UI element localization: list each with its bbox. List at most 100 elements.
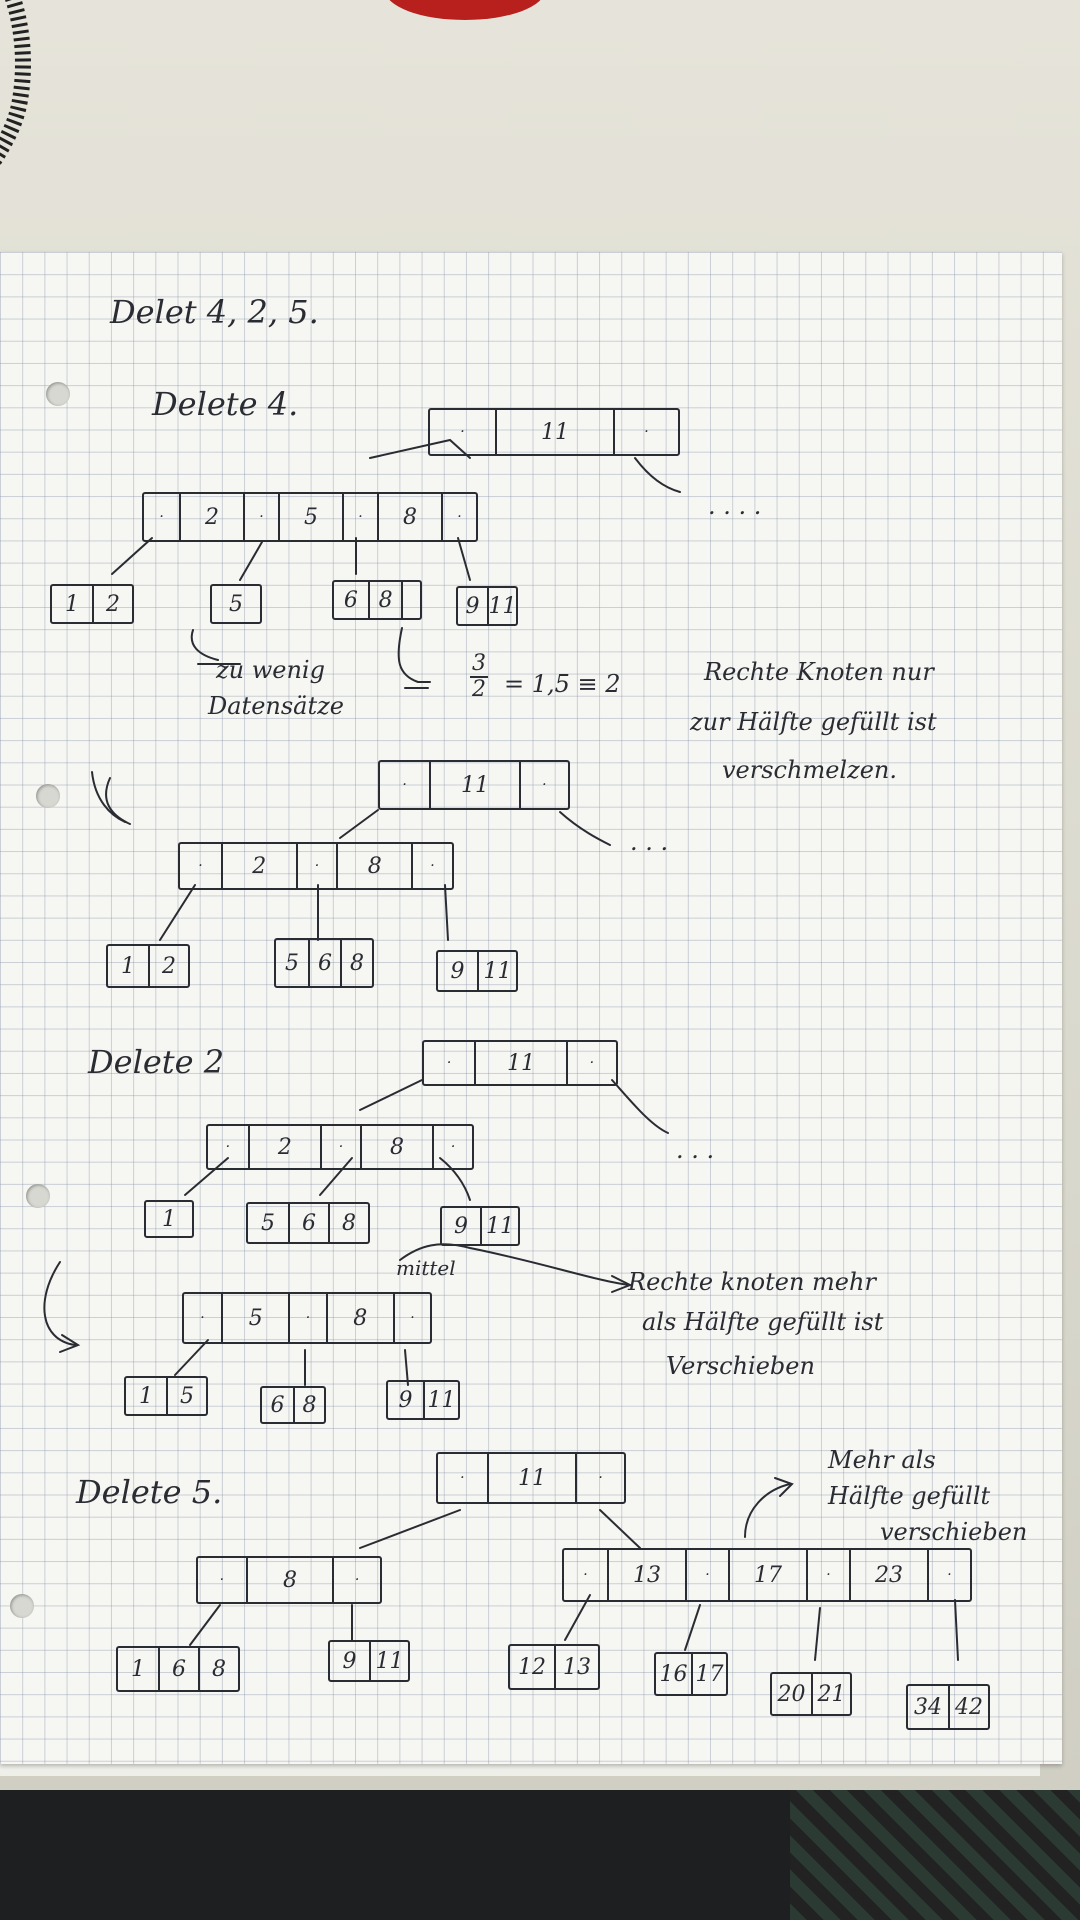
node-key: 8 xyxy=(197,1648,238,1690)
node-key: 9 xyxy=(342,1648,357,1674)
node-key: 11 xyxy=(474,1042,565,1084)
node-pointer: · xyxy=(295,844,337,888)
node-key: 12 xyxy=(518,1654,546,1680)
node-pointer: · xyxy=(446,1055,452,1071)
node-key: 9 xyxy=(454,1213,468,1239)
ellipsis-3: . . . xyxy=(676,1136,715,1164)
node-pointer: · xyxy=(332,1558,380,1602)
node-key: 13 xyxy=(554,1646,598,1688)
formula-numerator: 3 xyxy=(472,651,486,676)
s2-inner-node: ·2·8· xyxy=(206,1124,474,1170)
node-pointer: · xyxy=(392,1294,430,1342)
node-key: 8 xyxy=(327,1204,368,1242)
node-pointer: · xyxy=(460,1470,465,1486)
node-key: 11 xyxy=(486,1454,576,1502)
punch-hole xyxy=(10,1594,34,1618)
node-key xyxy=(401,582,420,618)
node-key: 11 xyxy=(477,952,516,990)
grid-paper-sheet xyxy=(0,252,1062,1764)
s3-leaf-9-11-node: 9 11 xyxy=(328,1640,410,1682)
s1-leaf-9-11-node: 9 11 xyxy=(456,586,518,626)
cable-coil xyxy=(0,0,31,166)
s3-inner-right-node: ·13·17·23· xyxy=(562,1548,972,1602)
formula-result: = 1,5 ≡ 2 xyxy=(504,670,621,698)
node-key: 6 xyxy=(343,587,358,613)
node-key: 1 xyxy=(130,1656,145,1682)
s1-inner-node: ·2·5·8· xyxy=(142,492,478,542)
node-pointer: · xyxy=(927,1550,970,1600)
node-pointer: · xyxy=(219,1572,225,1588)
note-more-line3: verschieben xyxy=(880,1518,1028,1546)
s1b-inner-node: ·2·8· xyxy=(178,842,454,890)
node-key: 11 xyxy=(423,1382,458,1418)
node-key: 8 xyxy=(340,940,372,986)
node-key: 5 xyxy=(166,1378,206,1414)
node-pointer: · xyxy=(320,1126,360,1168)
note-more-line1: Mehr als xyxy=(828,1446,936,1474)
node-key: 11 xyxy=(487,588,517,624)
node-pointer: · xyxy=(575,1454,624,1502)
node-key: 2 xyxy=(247,1126,320,1168)
node-pointer: · xyxy=(440,494,476,540)
node-key: 6 xyxy=(270,1392,285,1418)
node-pointer: · xyxy=(583,1567,588,1583)
node-key: 17 xyxy=(691,1654,726,1694)
s3-root-node: ·11· xyxy=(436,1452,626,1504)
node-key: 1 xyxy=(65,591,79,617)
note-mittel: mittel xyxy=(396,1256,456,1280)
node-key: 5 xyxy=(285,950,299,976)
node-key: 1 xyxy=(162,1206,176,1232)
node-pointer: · xyxy=(565,1042,616,1084)
node-key: 9 xyxy=(398,1387,413,1413)
node-pointer: · xyxy=(518,762,568,808)
note-shift-line1: Rechte knoten mehr xyxy=(628,1268,876,1296)
note-merge-line2: zur Hälfte gefüllt ist xyxy=(690,708,937,736)
node-key: 8 xyxy=(325,1294,393,1342)
note-shift-line2: als Hälfte gefüllt ist xyxy=(642,1308,884,1336)
s2b-leaf-9-11-node: 9 11 xyxy=(386,1380,460,1420)
punch-hole xyxy=(46,382,70,406)
node-pointer: · xyxy=(242,494,278,540)
node-pointer: · xyxy=(411,844,452,888)
node-key: 2 xyxy=(220,844,296,888)
s1-root-node: ·11· xyxy=(428,408,680,456)
node-pointer: · xyxy=(198,858,203,874)
node-key: 5 xyxy=(278,494,342,540)
node-key: 5 xyxy=(221,1294,288,1342)
red-cup xyxy=(385,0,545,20)
node-key: 11 xyxy=(429,762,519,808)
node-key: 42 xyxy=(948,1686,988,1728)
section-delete-2-label: Delete 2 xyxy=(88,1043,225,1081)
formula-fraction: 3 2 xyxy=(470,652,488,702)
section-delete-5-label: Delete 5. xyxy=(76,1473,223,1511)
s2b-inner-node: ·5·8· xyxy=(182,1292,432,1344)
node-key: 16 xyxy=(659,1661,688,1687)
note-too-few-line1: zu wenig xyxy=(216,656,325,684)
note-too-few-line2: Datensätze xyxy=(208,692,344,720)
node-key: 1 xyxy=(121,953,135,979)
node-key: 34 xyxy=(914,1694,942,1720)
node-key: 2 xyxy=(148,946,188,986)
ellipsis-1: . . . . xyxy=(708,492,762,520)
node-key: 20 xyxy=(777,1681,806,1707)
node-key: 11 xyxy=(480,1208,518,1244)
node-key: 9 xyxy=(465,593,480,619)
note-shift-line3: Verschieben xyxy=(666,1352,815,1380)
node-key: 5 xyxy=(229,591,243,617)
node-pointer: · xyxy=(225,1139,231,1155)
node-key: 5 xyxy=(260,1210,275,1236)
node-key: 11 xyxy=(369,1642,408,1680)
section-delete-4-label: Delete 4. xyxy=(152,385,299,423)
s2-leaf-9-11-node: 9 11 xyxy=(440,1206,520,1246)
note-more-line2: Hälfte gefüllt xyxy=(828,1482,991,1510)
node-key: 8 xyxy=(245,1558,333,1602)
note-merge-line1: Rechte Knoten nur xyxy=(704,658,934,686)
page-title: Delet 4, 2, 5. xyxy=(110,293,319,331)
